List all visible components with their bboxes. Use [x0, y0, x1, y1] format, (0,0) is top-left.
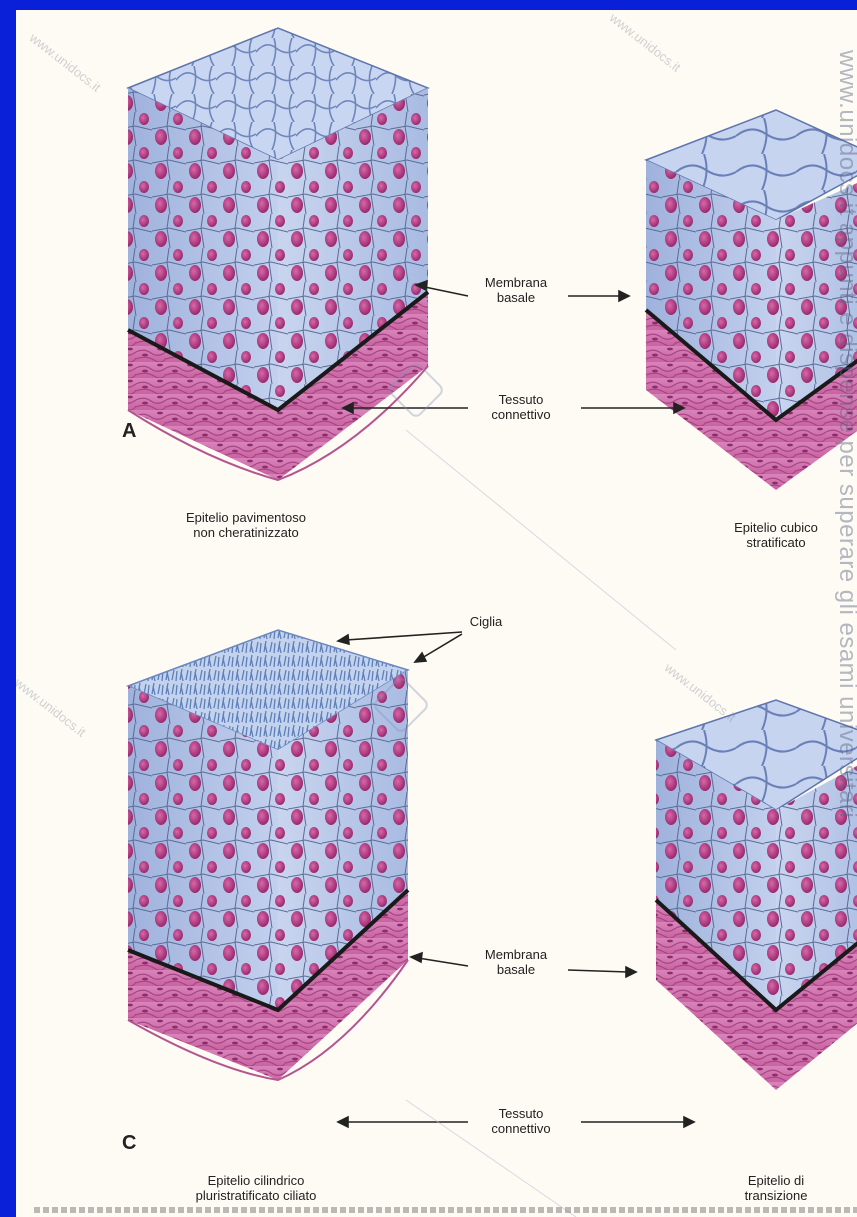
block-c [128, 630, 408, 1080]
epithelium-diagram [16, 10, 857, 1217]
vertical-watermark: www.unidocs.it appunti e dispense per su… [833, 50, 857, 818]
connective-label-bottom: Tessuto connettivo [461, 1106, 581, 1136]
caption-c: Epitelio cilindrico pluristratificato ci… [146, 1173, 366, 1203]
figure-frame: Membrana basale Tessuto connettivo Cigli… [16, 10, 857, 1217]
membrane-label-top: Membrana basale [461, 275, 571, 305]
cut-caption-strip [34, 1207, 857, 1213]
caption-d: Epitelio di transizione [716, 1173, 836, 1203]
caption-b: Epitelio cubico stratificato [706, 520, 846, 550]
panel-letter-a: A [122, 420, 136, 443]
block-a [128, 28, 428, 480]
membrane-label-bottom: Membrana basale [461, 947, 571, 977]
connective-label-top: Tessuto connettivo [461, 392, 581, 422]
caption-a: Epitelio pavimentoso non cheratinizzato [146, 510, 346, 540]
block-d [656, 700, 857, 1090]
watermark-lines [406, 430, 676, 1217]
panel-letter-c: C [122, 1132, 136, 1155]
block-b [646, 110, 857, 490]
cilia-label: Ciglia [456, 614, 516, 629]
